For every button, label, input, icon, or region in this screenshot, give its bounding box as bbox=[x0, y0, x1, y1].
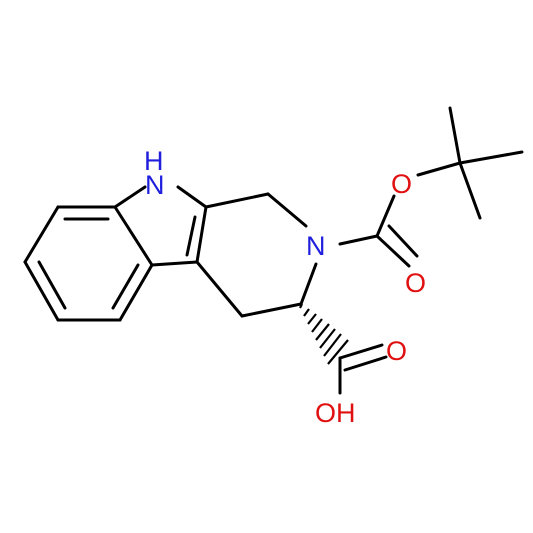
atom-label-o-carbonyl-acid: O bbox=[386, 336, 407, 366]
bond bbox=[338, 343, 384, 360]
wedge-hash bbox=[327, 339, 349, 365]
bond bbox=[375, 194, 396, 238]
bond-inner bbox=[111, 263, 140, 310]
bond bbox=[204, 192, 270, 209]
bond bbox=[387, 224, 419, 258]
wedge-hash bbox=[311, 318, 323, 333]
bond bbox=[195, 205, 208, 264]
wedge-hash bbox=[307, 313, 317, 325]
stereo-hashed-wedge bbox=[299, 303, 349, 365]
bond bbox=[195, 260, 244, 318]
bond bbox=[343, 355, 388, 372]
bond-lines bbox=[23, 106, 524, 395]
bond bbox=[113, 205, 154, 267]
bond bbox=[338, 234, 379, 246]
bond bbox=[458, 161, 482, 220]
bond bbox=[416, 161, 462, 177]
bond bbox=[23, 205, 60, 264]
atom-label-n-ring: N bbox=[306, 231, 326, 261]
bond bbox=[458, 150, 524, 165]
wedge-hash bbox=[319, 328, 336, 349]
bond bbox=[150, 260, 199, 267]
bond bbox=[375, 234, 411, 268]
bond bbox=[23, 260, 60, 322]
wedge-hash bbox=[299, 303, 303, 309]
bond bbox=[299, 262, 318, 306]
wedge-hash bbox=[315, 323, 330, 341]
atom-label-oh: OH bbox=[315, 398, 356, 428]
atom-label-o-ester: O bbox=[391, 169, 412, 199]
bond-inner bbox=[185, 215, 197, 257]
atom-label-nh: H bbox=[144, 146, 164, 176]
bond-inner bbox=[37, 260, 67, 310]
atom-label-o-carbonyl-boc: O bbox=[405, 268, 426, 298]
bond bbox=[448, 106, 462, 165]
bond bbox=[240, 302, 303, 318]
bond bbox=[113, 185, 147, 209]
bond bbox=[266, 192, 308, 228]
wedge-hash bbox=[323, 333, 342, 357]
wedge-hash bbox=[303, 308, 310, 317]
bond bbox=[118, 263, 154, 322]
atom-label-n-indole: N bbox=[145, 170, 165, 200]
atom-labels: H N N O O O OH bbox=[144, 146, 426, 428]
bond bbox=[176, 185, 208, 209]
